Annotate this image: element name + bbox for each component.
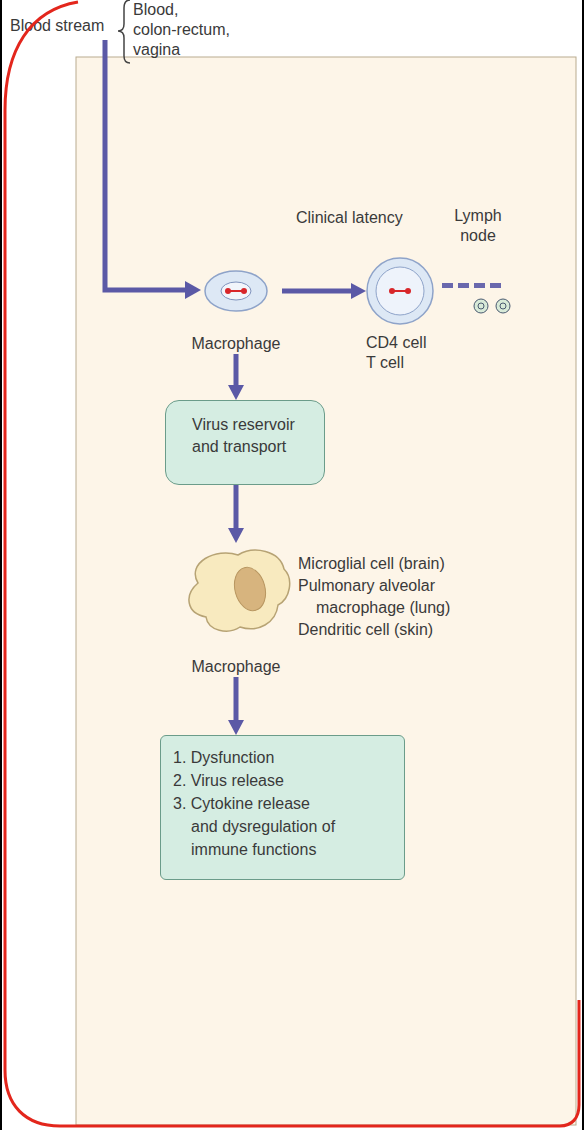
viral-dna	[405, 288, 411, 294]
lymph-dash	[442, 283, 453, 288]
label-text: Lymph node	[448, 206, 508, 246]
virion-core	[500, 303, 506, 309]
arrow-head	[228, 528, 244, 543]
cell-label: CD4 cell T cell	[366, 333, 434, 373]
cell-body	[205, 271, 267, 311]
arrow-head	[351, 283, 366, 299]
label-text: colon-rectum,	[133, 20, 283, 40]
process-box: 1. Dysfunction2. Virus release3. Cytokin…	[160, 735, 405, 880]
frame-line	[0, 0, 2, 1130]
flow-arrow	[228, 354, 244, 400]
box-text: 2. Virus release	[173, 769, 338, 792]
cell-node: Macrophage	[190, 270, 282, 354]
cell-nucleus	[230, 564, 270, 614]
entry-arrow	[105, 40, 186, 290]
cell-shape	[366, 257, 434, 325]
process-box: Virus reservoir and transport	[165, 400, 325, 485]
arrow-head	[228, 385, 244, 400]
viral-dna	[225, 288, 231, 294]
lymph-dash	[490, 283, 501, 288]
cell-nucleus	[376, 267, 424, 315]
label-text: Clinical latency	[296, 208, 436, 228]
red-outline	[5, 2, 579, 1126]
flow-arrow	[228, 485, 244, 543]
lymph-dash	[458, 283, 469, 288]
cell-label: Macrophage	[178, 657, 294, 677]
box-text: 3. Cytokine release and dysregulation of…	[173, 792, 338, 861]
flow-arrow	[228, 677, 244, 735]
arrow-shaft	[234, 485, 239, 531]
viral-dna	[389, 288, 395, 294]
cell-node: Macrophage	[178, 543, 294, 677]
virion	[496, 299, 510, 313]
box-text: Virus reservoir and transport	[192, 414, 316, 458]
cell-shape	[190, 270, 282, 312]
frame-line	[582, 0, 584, 1130]
label-text: Blood,	[133, 0, 283, 20]
arrow-shaft	[282, 289, 354, 294]
cell-body	[367, 258, 433, 324]
panel-background	[76, 57, 576, 1125]
arrow-shaft	[234, 677, 239, 723]
brace	[118, 0, 130, 63]
label-text: Blood stream	[10, 16, 125, 36]
label-text: Microglial cell (brain)	[298, 553, 498, 575]
cell-label: Macrophage	[190, 334, 282, 354]
label-text: Pulmonary alveolar macrophage (lung)	[298, 575, 468, 619]
arrow-head	[185, 281, 201, 299]
cell-nucleus	[221, 282, 251, 300]
box-text: 1. Dysfunction	[173, 746, 338, 769]
virion	[474, 299, 488, 313]
arrow-shaft	[234, 354, 239, 388]
viral-dna	[241, 288, 247, 294]
cell-node: CD4 cell T cell	[366, 257, 434, 373]
label-text: Dendritic cell (skin)	[298, 619, 498, 641]
virion-core	[478, 303, 484, 309]
label-text: vagina	[133, 40, 283, 60]
cell-shape	[178, 543, 294, 635]
arrow-head	[228, 720, 244, 735]
lymph-dash	[474, 283, 485, 288]
flow-arrow	[282, 283, 366, 299]
macrophage-body	[189, 550, 290, 631]
